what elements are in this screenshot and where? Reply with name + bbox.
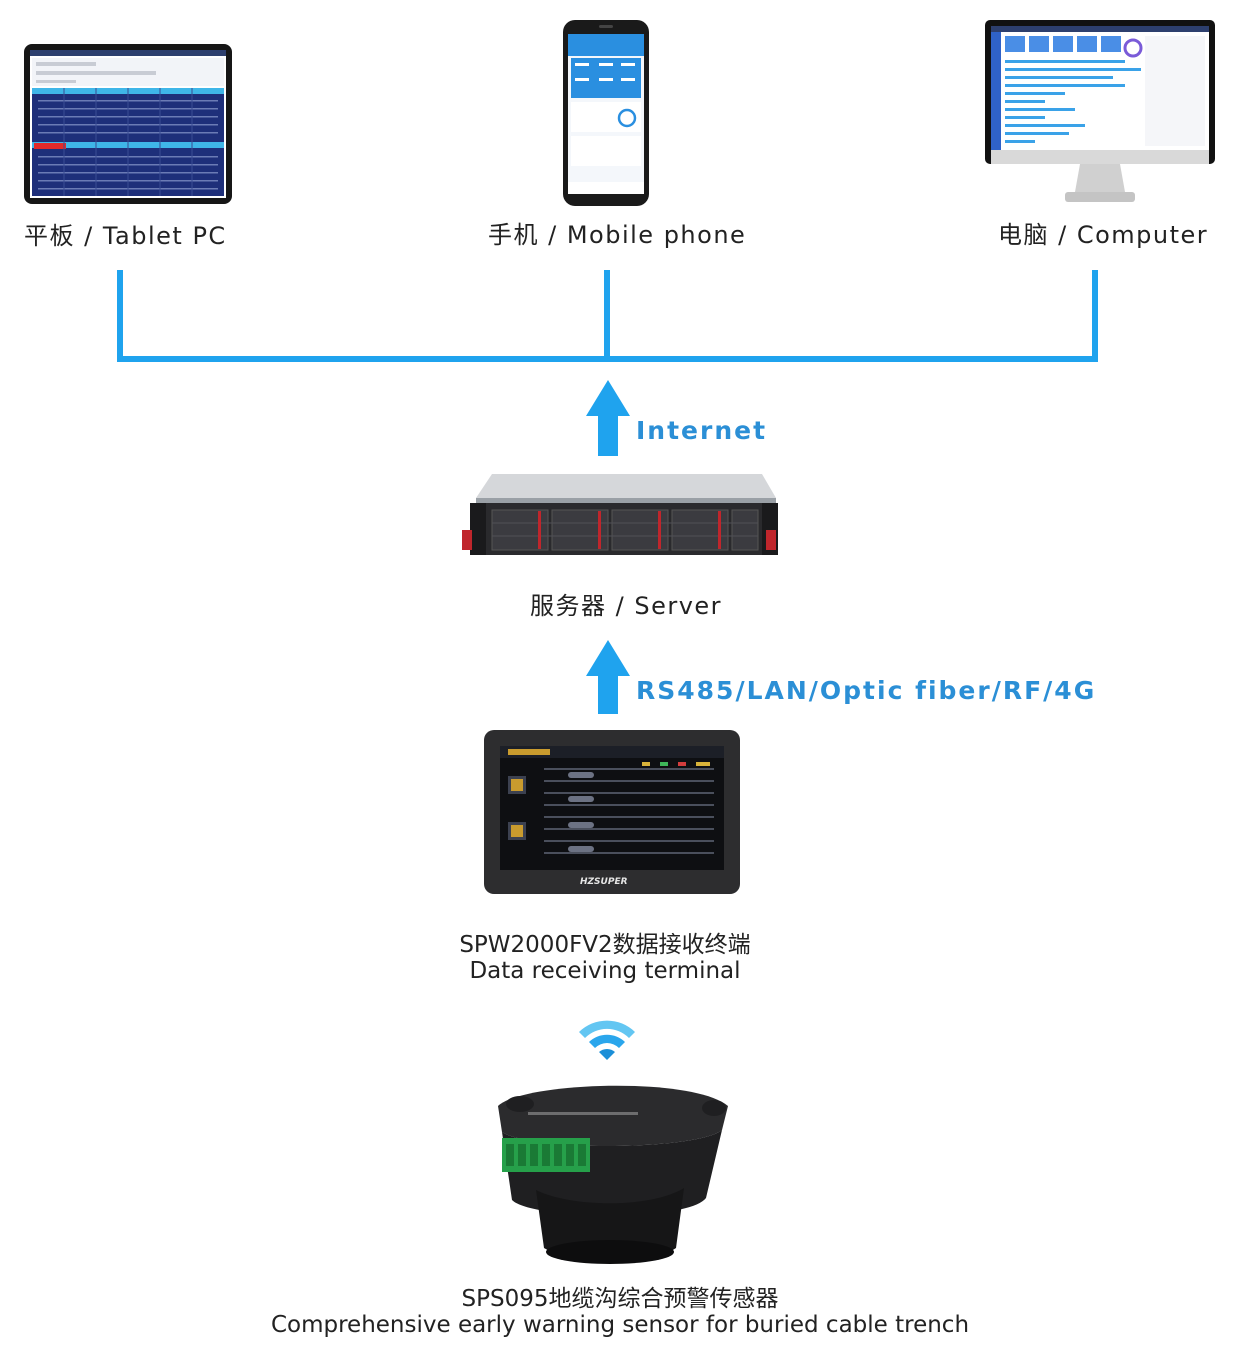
mobile-phone-label: 手机 / Mobile phone [488, 221, 747, 249]
wireless-signal-icon [575, 1016, 639, 1062]
sensor-label-line1: SPS095地缆沟综合预警传感器 [461, 1286, 779, 1312]
mobile-phone-device [563, 20, 649, 206]
data-receiving-terminal-device [484, 730, 740, 894]
computer-device [985, 20, 1215, 205]
connector-bus [117, 356, 1098, 362]
server-label: 服务器 / Server [530, 592, 723, 620]
up-arrow-icon [586, 380, 630, 456]
sensor-label-line2: Comprehensive early warning sensor for b… [270, 1312, 970, 1338]
cable-trench-sensor-device [492, 1070, 732, 1270]
terminal-label-line1: SPW2000FV2数据接收终端 [459, 932, 751, 958]
computer-label: 电脑 / Computer [998, 221, 1209, 249]
tablet-label: 平板 / Tablet PC [24, 222, 227, 250]
up-arrow-icon [586, 640, 630, 714]
connector-phone [604, 270, 610, 362]
connector-computer [1092, 270, 1098, 362]
server-device [458, 470, 780, 560]
tablet-device [24, 44, 232, 204]
internet-label: Internet [636, 416, 768, 445]
connector-tablet [117, 270, 123, 362]
communication-label: RS485/LAN/Optic fiber/RF/4G [636, 676, 1097, 705]
terminal-brand-logo: HZSUPER [580, 877, 628, 887]
terminal-label-line2: Data receiving terminal [469, 958, 741, 984]
